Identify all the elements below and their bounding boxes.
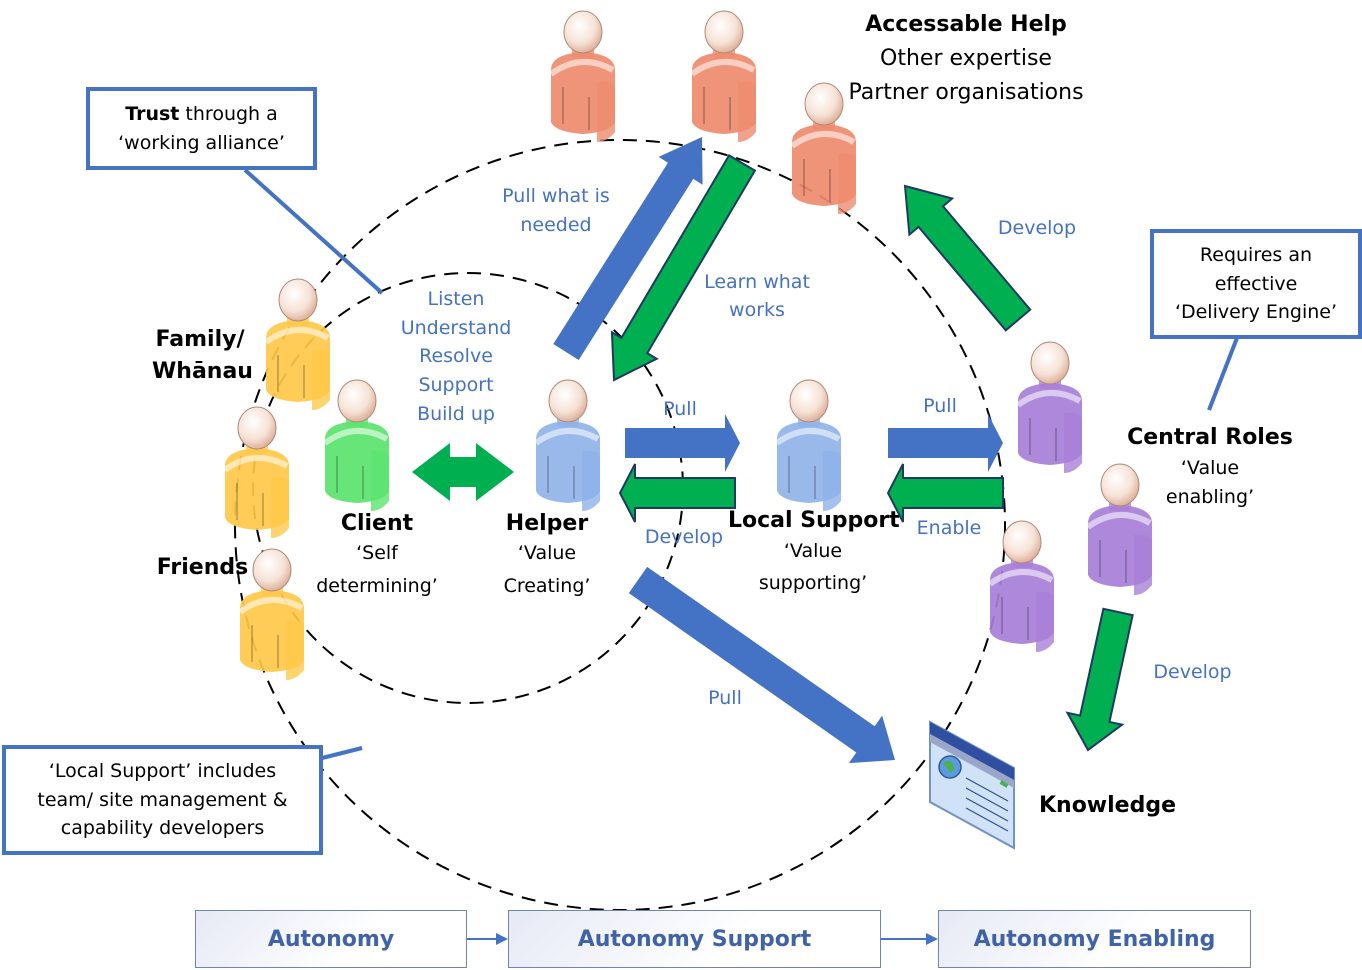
flow-box-autonomy-support: Autonomy Support: [508, 910, 881, 968]
accessible-help-person-3: [790, 82, 856, 214]
central-roles-line2: enabling’: [1165, 486, 1255, 508]
learn-label-2: works: [729, 299, 785, 321]
delivery-callout-line3: ‘Delivery Engine’: [1174, 301, 1338, 324]
family-label-line2: Whānau: [152, 359, 253, 384]
develop-central-to-knowledge-arrow: [1065, 607, 1134, 752]
accessible-help-line1: Other expertise: [880, 46, 1052, 71]
delivery-engine-callout: Requires an effective ‘Delivery Engine’: [1150, 229, 1362, 339]
central-roles-person-1: [1016, 341, 1082, 473]
develop-knowledge-label: Develop: [1153, 661, 1232, 683]
enable-central-to-local-arrow: [886, 463, 1004, 523]
pull-needed-label-2: needed: [520, 214, 592, 236]
helper-action-item: Listen: [427, 288, 485, 310]
knowledge-title: Knowledge: [1038, 793, 1177, 818]
central-roles-person-2: [1086, 463, 1152, 595]
develop-top-label: Develop: [997, 217, 1077, 239]
helper-person: [534, 379, 600, 511]
local-support-line1: ‘Value: [783, 540, 843, 562]
helper-action-item: Build up: [417, 402, 495, 425]
helper-action-item: Support: [418, 374, 494, 397]
central-roles-line1: ‘Value: [1180, 457, 1240, 479]
pull-local-to-central-arrow: [888, 414, 1003, 472]
local-support-callout-line1: ‘Local Support’ includes: [48, 760, 277, 783]
central-roles-title: Central Roles: [1127, 425, 1293, 450]
family-person: [264, 278, 330, 410]
learn-works-arrow: [610, 154, 757, 382]
pull-helper-to-knowledge-arrow: [628, 566, 895, 764]
delivery-callout-line1: Requires an: [1199, 244, 1313, 267]
family-label-line1: Family/: [155, 327, 245, 352]
pull-knowledge-label: Pull: [708, 687, 742, 709]
trust-callout-leader: [243, 168, 384, 295]
client-helper-double-arrow: [412, 443, 514, 501]
local-support-person: [775, 379, 841, 511]
friends-person: [238, 548, 304, 680]
client-line1: ‘Self: [356, 542, 398, 564]
enable-label: Enable: [916, 517, 982, 539]
central-roles-person-3: [988, 520, 1054, 652]
client-line2: determining’: [316, 575, 438, 597]
pull-helper-local-label: Pull: [663, 398, 697, 420]
trust-callout-rest: through a: [179, 103, 278, 125]
local-support-line2: supporting’: [758, 572, 868, 594]
helper-action-item: Understand: [400, 316, 512, 339]
helper-line2: Creating’: [503, 575, 591, 597]
trust-callout-line2: ‘working alliance’: [118, 131, 285, 154]
local-support-callout-line3: capability developers: [60, 817, 265, 840]
local-support-title: Local Support: [728, 508, 900, 533]
pull-local-central-label: Pull: [923, 395, 957, 417]
delivery-callout-leader: [1207, 337, 1239, 411]
develop-local-helper-label: Develop: [644, 526, 724, 548]
trust-callout: Trust through a ‘working alliance’: [86, 87, 317, 170]
accessible-help-person-2: [690, 10, 756, 142]
pull-helper-to-local-arrow: [625, 414, 740, 472]
helper-title: Helper: [505, 511, 589, 536]
web-page-icon: [929, 720, 1015, 850]
client-title: Client: [340, 511, 414, 536]
family-person-2: [223, 406, 289, 538]
helper-line1: ‘Value: [517, 542, 577, 564]
helper-action-item: Resolve: [419, 345, 493, 368]
pull-needed-label-1: Pull what is: [502, 185, 610, 207]
develop-central-to-accessible-arrow: [903, 184, 1032, 332]
flow-box-autonomy: Autonomy: [195, 910, 467, 968]
develop-local-to-helper-arrow: [618, 463, 736, 523]
trust-callout-bold: Trust: [125, 103, 180, 125]
client-person: [323, 379, 389, 511]
delivery-callout-line2: effective: [1214, 272, 1298, 295]
accessible-help-person-1: [549, 10, 615, 142]
learn-label-1: Learn what: [704, 271, 810, 293]
friends-label: Friends: [156, 555, 249, 580]
pull-needed-arrow: [553, 137, 703, 361]
accessible-help-line2: Partner organisations: [848, 80, 1084, 105]
local-support-callout: ‘Local Support’ includes team/ site mana…: [2, 745, 323, 855]
local-support-callout-line2: team/ site management &: [37, 788, 288, 811]
flow-box-autonomy-enabling: Autonomy Enabling: [938, 910, 1251, 968]
accessible-help-title: Accessable Help: [865, 12, 1067, 37]
local-support-callout-leader: [321, 746, 363, 760]
